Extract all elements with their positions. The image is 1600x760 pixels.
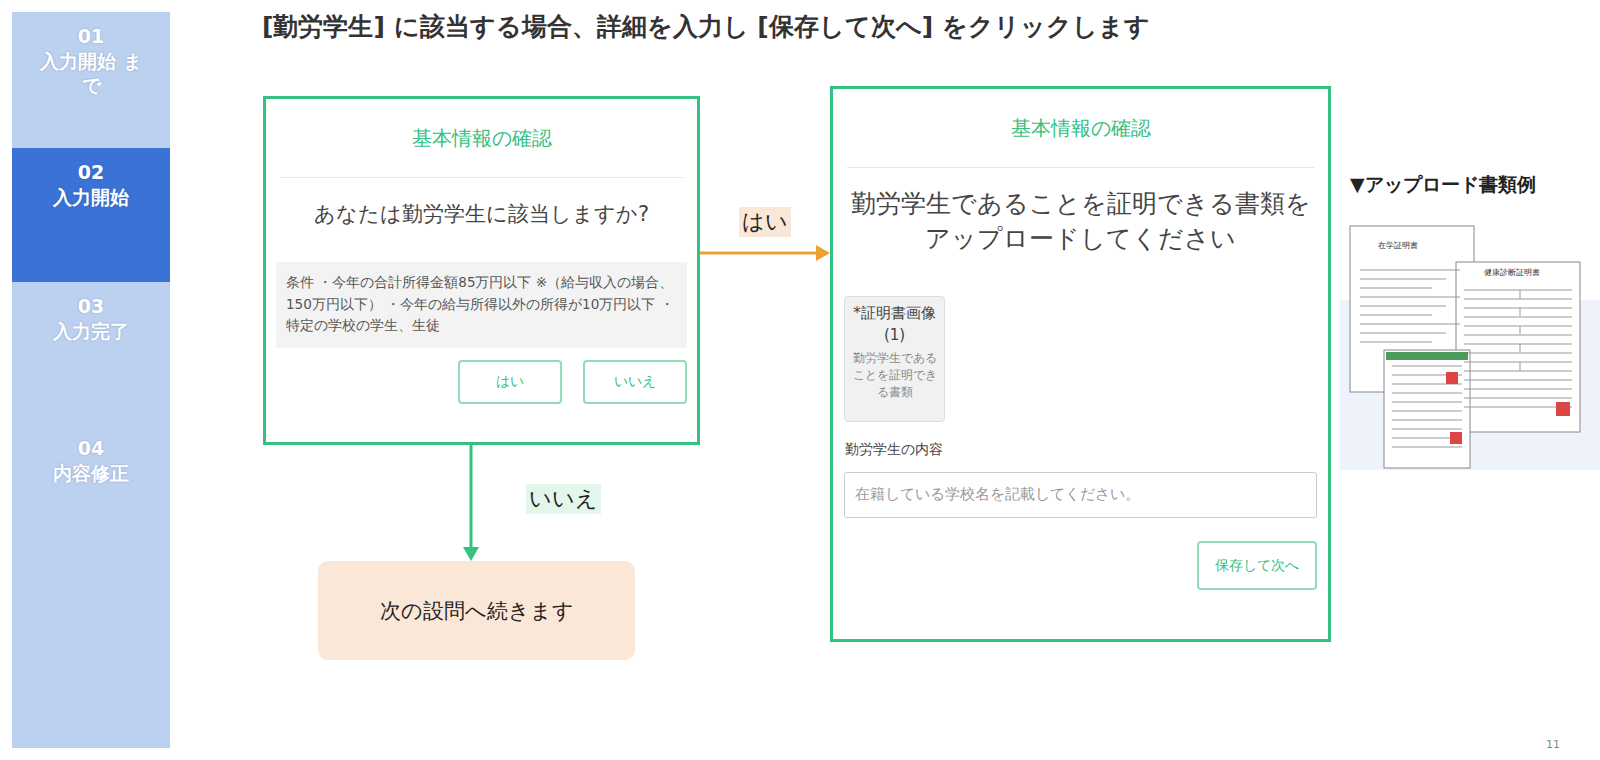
screen-panel: 基本情報の確認勤労学生であることを証明できる書類をアップロードしてください *証明… <box>830 86 1331 642</box>
step-label: 内容修正 <box>36 461 146 486</box>
step-number: 02 <box>78 160 104 185</box>
step-number: 04 <box>78 436 104 461</box>
step-band: 04内容修正 <box>12 424 170 564</box>
text: はい <box>496 373 524 391</box>
edge-label: はい <box>739 207 791 237</box>
connector <box>463 445 479 561</box>
text: 次の設問へ続きます <box>380 597 574 625</box>
connector <box>700 245 830 261</box>
step-band: 03入力完了 <box>12 282 170 424</box>
text-input: 勤労学生の内容在籍している学校名を記載してください。 <box>844 472 1317 518</box>
field-label: 勤労学生の内容 <box>845 441 943 459</box>
step-number: 01 <box>78 24 104 49</box>
result-box: 次の設問へ続きます <box>318 561 635 660</box>
text: 保存して次へ <box>1215 557 1299 575</box>
edge-label: いいえ <box>526 484 601 514</box>
text: 条件 ・今年の合計所得金額85万円以下 ※（給与収入の場合、150万円以下） ・… <box>286 272 677 337</box>
button: いいえ <box>583 360 687 404</box>
step-label: 入力完了 <box>36 319 146 344</box>
screen-heading: 基本情報の確認 <box>280 99 683 178</box>
button: 保存して次へ <box>1197 541 1317 590</box>
step-band: 01入力開始 まで <box>12 12 170 148</box>
button: はい <box>458 360 562 404</box>
text: *証明書画像 (1) <box>848 303 941 347</box>
condition-box: 条件 ・今年の合計所得金額85万円以下 ※（給与収入の場合、150万円以下） ・… <box>276 262 687 348</box>
document-title: 健康診断証明書 <box>1484 267 1540 278</box>
text: いいえ <box>614 373 656 391</box>
step-number: 03 <box>78 294 104 319</box>
sidebar <box>12 12 170 748</box>
step-label: 入力開始 まで <box>36 49 146 98</box>
step-band-active: 02入力開始 <box>12 148 170 282</box>
section-label: ▼アップロード書類例 <box>1350 172 1536 198</box>
document-title: 在学証明書 <box>1378 240 1418 251</box>
upload-tile: *証明書画像 (1)勤労学生であることを証明できる書類 <box>844 296 945 422</box>
question: あなたは勤労学生に該当しますか? <box>280 200 683 228</box>
document-illustration <box>1340 226 1600 470</box>
placeholder: 在籍している学校名を記載してください。 <box>845 473 1316 516</box>
screen-heading: 基本情報の確認 <box>847 89 1314 168</box>
question: 勤労学生であることを証明できる書類をアップロードしてください <box>847 186 1314 256</box>
step-label: 入力開始 <box>36 185 146 210</box>
text: 勤労学生であることを証明できる書類 <box>848 350 941 402</box>
title: [勤労学生] に該当する場合、詳細を入力し [保存して次へ] をクリックします <box>262 10 1150 43</box>
page-number: 11 <box>1546 738 1560 751</box>
screen-panel: 基本情報の確認あなたは勤労学生に該当しますか? 条件 ・今年の合計所得金額85万円… <box>263 96 700 445</box>
